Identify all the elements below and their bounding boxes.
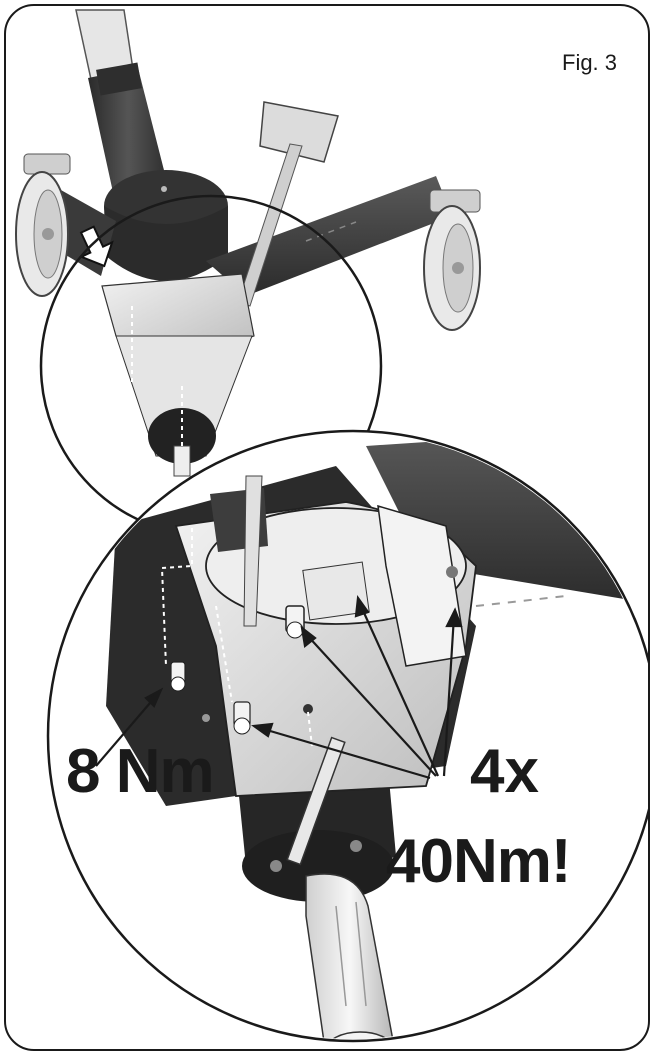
screw-small-2 (233, 701, 251, 735)
large-screws-torque: 40Nm! (386, 827, 572, 896)
bracket-top (259, 101, 339, 163)
assembly-illustration (15, 9, 648, 1043)
figure-number: Fig. 3 (562, 50, 618, 75)
figure-frame: Fig. 3 8 Nm 4x 40Nm! (4, 4, 650, 1051)
screw-large-1 (285, 605, 305, 639)
housing-side (104, 206, 228, 281)
large-screws-count: 4x (470, 737, 539, 806)
small-screws-torque: 8 Nm (66, 737, 215, 806)
screwdriver (286, 736, 395, 1039)
overview-mount (115, 335, 253, 457)
overview-assembly (15, 9, 481, 477)
support-rod (237, 143, 303, 307)
down-arrow-icon (78, 225, 114, 268)
leg-right (206, 176, 452, 296)
column-body (88, 68, 168, 206)
screw-small-1 (170, 661, 186, 692)
caster-left (15, 153, 71, 297)
detail-zoom (46, 429, 648, 1043)
caster-right (423, 189, 481, 331)
leader-arrows (95, 595, 463, 780)
